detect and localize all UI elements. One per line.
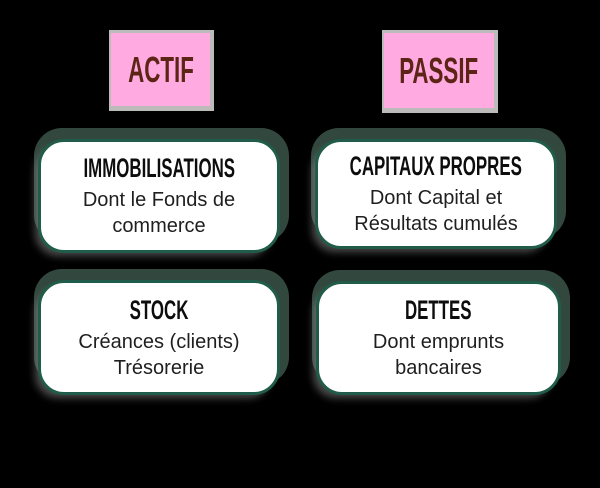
card-line: Résultats cumulés: [354, 213, 518, 235]
card-line: Dont le Fonds de: [82, 189, 236, 211]
card-face: STOCK Créances (clients) Trésorerie: [38, 280, 280, 395]
card-line: Créances (clients): [78, 330, 240, 353]
card-line: bancaires: [395, 357, 482, 379]
passif-header-pill: PASSIF: [382, 30, 498, 113]
card-line: commerce: [112, 215, 206, 237]
card-line: Dont emprunts: [372, 331, 505, 353]
card-line: Dont Capital et: [369, 187, 503, 209]
card-immobilisations: IMMOBILISATIONS Dont le Fonds de commerc…: [34, 128, 289, 253]
card-title: IMMOBILISATIONS: [83, 153, 235, 183]
card-capitaux-propres: CAPITAUX PROPRES Dont Capital et Résulta…: [311, 128, 566, 249]
card-title: CAPITAUX PROPRES: [349, 151, 523, 181]
card-title: DETTES: [405, 295, 472, 325]
card-dettes: DETTES Dont emprunts bancaires: [312, 270, 570, 395]
passif-header-label: PASSIF: [399, 49, 479, 91]
card-stock: STOCK Créances (clients) Trésorerie: [34, 269, 289, 395]
card-line: Trésorerie: [113, 356, 205, 379]
card-face: IMMOBILISATIONS Dont le Fonds de commerc…: [38, 139, 280, 253]
card-face: DETTES Dont emprunts bancaires: [316, 281, 561, 395]
actif-header-label: ACTIF: [127, 48, 194, 90]
card-face: CAPITAUX PROPRES Dont Capital et Résulta…: [315, 139, 557, 249]
card-title: STOCK: [129, 294, 189, 325]
actif-header-pill: ACTIF: [109, 30, 214, 111]
